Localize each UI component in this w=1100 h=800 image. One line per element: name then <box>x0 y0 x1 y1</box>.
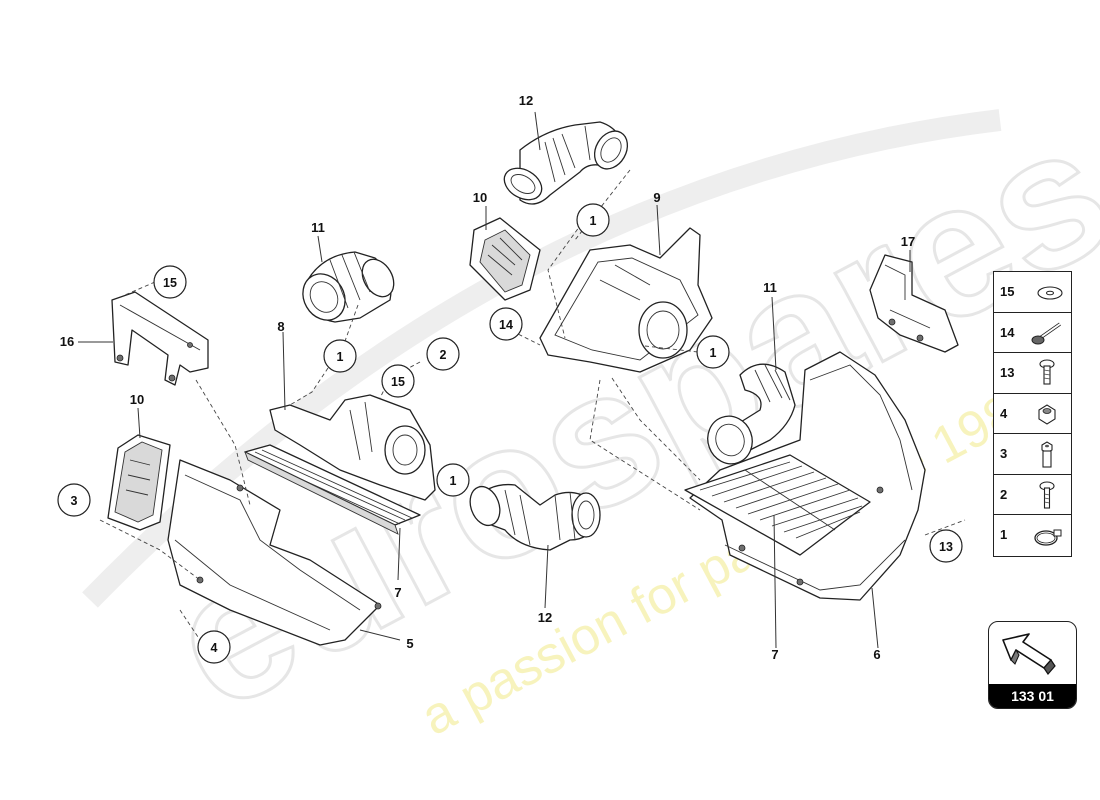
sensor-lower <box>107 434 171 531</box>
legend-row-4: 4 <box>994 394 1071 434</box>
callout-4: 4 <box>197 630 231 664</box>
hex-nut-icon <box>1038 403 1056 425</box>
legend-number: 3 <box>1000 446 1008 461</box>
legend-row-2: 2 <box>994 475 1071 515</box>
legend-row-15: 15 <box>994 272 1071 313</box>
air-box-housing-left <box>167 459 382 646</box>
callout-1-right-hose: 1 <box>696 335 730 369</box>
callout-1-cover: 1 <box>436 463 470 497</box>
svg-text:1: 1 <box>590 214 597 228</box>
legend-number: 1 <box>1000 527 1008 542</box>
label-16-left-bracket: 16 <box>59 334 75 349</box>
svg-text:2: 2 <box>440 348 447 362</box>
legend-row-14: 14 <box>994 313 1071 353</box>
hardware-legend: 15 14 13 4 <box>993 271 1072 557</box>
air-filter-element-right <box>684 454 871 556</box>
label-5-left-box: 5 <box>406 636 414 651</box>
callout-1-upper-box: 1 <box>576 203 610 237</box>
label-17-right-bracket: 17 <box>900 234 916 249</box>
air-filter-element-left <box>244 444 421 535</box>
callout-13: 13 <box>929 529 963 563</box>
label-7-left-filter: 7 <box>394 585 402 600</box>
intake-hose-upper <box>503 121 629 205</box>
callout-14: 14 <box>489 307 523 341</box>
label-11-right-hose: 11 <box>763 280 777 295</box>
callout-3: 3 <box>57 483 91 517</box>
hose-clamp-icon <box>1034 529 1062 546</box>
legend-row-1: 1 <box>994 515 1071 556</box>
legend-number: 2 <box>1000 486 1008 502</box>
mounting-bracket-left <box>111 291 209 386</box>
svg-text:4: 4 <box>211 641 218 655</box>
label-10-lower-sensor: 10 <box>129 392 145 407</box>
view-reference-box: 133 01 <box>988 621 1077 709</box>
svg-text:1: 1 <box>337 350 344 364</box>
bolt-icon <box>1039 480 1055 509</box>
air-box-cover-left <box>269 394 436 501</box>
legend-number: 15 <box>1000 284 1015 299</box>
washer-icon <box>1037 286 1063 300</box>
legend-number: 4 <box>1000 405 1008 421</box>
callout-15-bracket: 15 <box>153 265 187 299</box>
svg-text:15: 15 <box>163 276 177 290</box>
label-9-upper-box: 9 <box>653 190 661 205</box>
svg-text:1: 1 <box>450 474 457 488</box>
sensor-upper <box>469 217 541 301</box>
diagram-reference-code: 133 01 <box>989 684 1076 708</box>
legend-row-3: 3 <box>994 434 1071 475</box>
mounting-bracket-right <box>869 254 959 353</box>
svg-text:3: 3 <box>71 494 78 508</box>
callout-2: 2 <box>426 337 460 371</box>
threaded-bushing-icon <box>1041 441 1053 468</box>
view-direction-arrow-icon <box>1002 633 1056 675</box>
legend-row-13: 13 <box>994 353 1071 394</box>
intake-hose-left <box>302 251 395 323</box>
air-box-housing-upper <box>539 227 713 373</box>
label-6-right-box: 6 <box>873 647 881 662</box>
flange-bolt-icon <box>1031 322 1062 344</box>
label-7-right-filter: 7 <box>771 647 779 662</box>
svg-text:1: 1 <box>710 346 717 360</box>
callout-1-left-hose: 1 <box>323 339 357 373</box>
label-11-left-hose: 11 <box>311 220 325 235</box>
svg-text:14: 14 <box>499 318 513 332</box>
svg-text:15: 15 <box>391 375 405 389</box>
screw-icon <box>1039 359 1055 385</box>
label-12-lower-hose: 12 <box>537 610 553 625</box>
legend-number: 13 <box>1000 365 1015 380</box>
label-12-upper-hose: 12 <box>518 93 534 108</box>
callout-15-cover: 15 <box>381 364 415 398</box>
intake-hose-lower <box>469 483 601 551</box>
legend-number: 14 <box>1000 324 1015 340</box>
label-8-cover: 8 <box>277 319 285 334</box>
svg-text:13: 13 <box>939 540 953 554</box>
label-10-upper-sensor: 10 <box>472 190 488 205</box>
intake-hose-right <box>707 363 796 465</box>
